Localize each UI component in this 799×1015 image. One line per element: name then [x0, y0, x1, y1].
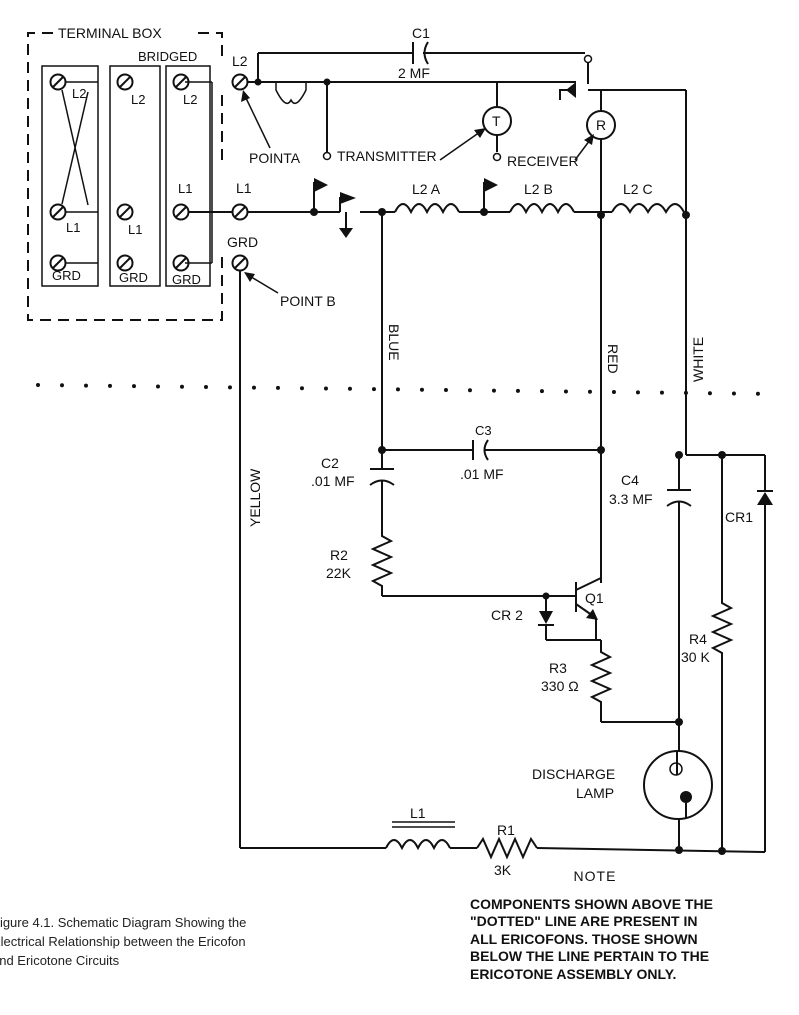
resistor-r1 — [450, 836, 766, 860]
caption-line-1: Figure 4.1. Schematic Diagram Showing th… — [0, 915, 247, 930]
receiver-label: RECEIVER — [507, 153, 579, 169]
point-a-arrow — [241, 90, 271, 149]
q1-label: Q1 — [585, 590, 604, 606]
capacitor-c2 — [369, 450, 395, 530]
r3-value: 330 Ω — [541, 678, 579, 694]
capacitor-c4 — [666, 454, 765, 752]
terminal-box-outline — [27, 32, 223, 321]
l2c-label: L2 C — [623, 181, 653, 197]
terminal-grd-label: GRD — [227, 234, 258, 250]
note-line-4: BELOW THE LINE PERTAIN TO THE — [470, 948, 710, 964]
note-line-2: "DOTTED" LINE ARE PRESENT IN — [470, 913, 698, 929]
c3-name: C3 — [475, 423, 492, 438]
caption-line-3: and Ericotone Circuits — [0, 953, 120, 968]
figure-caption: Figure 4.1. Schematic Diagram Showing th… — [0, 913, 340, 970]
note-line-3: ALL ERICOFONS. THOSE SHOWN — [470, 930, 698, 947]
resistor-r3 — [589, 640, 679, 723]
point-a-label: POINTA — [249, 150, 301, 166]
lamp-label-line1: DISCHARGE — [532, 766, 615, 782]
cr1-label: CR1 — [725, 509, 753, 525]
l2b-label: L2 B — [524, 181, 553, 197]
discharge-lamp — [643, 750, 713, 852]
strip2-l1-label: L1 — [128, 222, 142, 237]
point-b-label: POINT B — [280, 293, 336, 309]
terminal-l1-label: L1 — [236, 180, 252, 196]
resistor-r2 — [370, 530, 576, 597]
resistor-r4 — [710, 455, 734, 848]
inductor-l1-bottom — [240, 821, 455, 851]
lamp-label-line2: LAMP — [576, 785, 614, 801]
transmitter-label: TRANSMITTER — [337, 148, 437, 164]
transmitter-arrow — [439, 128, 486, 161]
terminal-strip-2 — [109, 65, 161, 287]
receiver-symbol: R — [596, 117, 606, 133]
cr2-label: CR 2 — [491, 607, 523, 623]
transistor-q1 — [575, 577, 602, 640]
terminal-box-title: TERMINAL BOX — [58, 25, 162, 41]
c2-name: C2 — [321, 455, 339, 471]
bridged-label: BRIDGED — [138, 49, 197, 64]
strip3-grd-label: GRD — [172, 272, 201, 287]
strip3-l2-label: L2 — [183, 92, 197, 107]
yellow-wire-label: YELLOW — [247, 468, 263, 527]
top-wiring — [248, 41, 687, 215]
r4-value: 30 K — [681, 649, 710, 665]
terminal-strip-3 — [165, 65, 211, 287]
r2-value: 22K — [326, 565, 352, 581]
r1-value: 3K — [494, 862, 512, 878]
note-line-5: ERICOTONE ASSEMBLY ONLY. — [470, 965, 677, 982]
blue-wire-label: BLUE — [386, 324, 402, 361]
diode-cr1 — [757, 455, 773, 852]
terminal-strip-1 — [41, 65, 99, 287]
dotted-separator-line — [36, 383, 777, 396]
r3-name: R3 — [549, 660, 567, 676]
c1-name: C1 — [412, 25, 430, 41]
transmitter-symbol: T — [492, 113, 501, 129]
strip3-l1-label: L1 — [178, 181, 192, 196]
c4-value: 3.3 MF — [609, 491, 653, 507]
l1-main-line — [248, 178, 685, 238]
r1-name: R1 — [497, 822, 515, 838]
l1-bottom-label: L1 — [410, 805, 426, 821]
note-line-1: COMPONENTS SHOWN ABOVE THE — [470, 895, 713, 912]
r2-name: R2 — [330, 547, 348, 563]
note-block: NOTE COMPONENTS SHOWN ABOVE THE "DOTTED"… — [470, 868, 790, 983]
receiver-arrow — [574, 134, 594, 161]
red-wire-label: RED — [605, 344, 621, 374]
c1-value: 2 MF — [398, 65, 430, 81]
capacitor-c3 — [382, 439, 601, 461]
terminal-l2-label: L2 — [232, 53, 248, 69]
c4-name: C4 — [621, 472, 639, 488]
l2a-label: L2 A — [412, 181, 441, 197]
strip2-l2-label: L2 — [131, 92, 145, 107]
outer-terminals — [185, 73, 249, 272]
strip2-grd-label: GRD — [119, 270, 148, 285]
note-title: NOTE — [573, 868, 617, 884]
strip1-l2-label: L2 — [72, 86, 86, 101]
point-b-arrow — [244, 272, 279, 294]
r4-name: R4 — [689, 631, 707, 647]
strip1-grd-label: GRD — [52, 268, 81, 283]
white-wire-label: WHITE — [690, 337, 706, 382]
c3-value: .01 MF — [460, 466, 504, 482]
strip1-l1-label: L1 — [66, 220, 80, 235]
caption-line-2: Electrical Relationship between the Eric… — [0, 934, 246, 949]
c2-value: .01 MF — [311, 473, 355, 489]
